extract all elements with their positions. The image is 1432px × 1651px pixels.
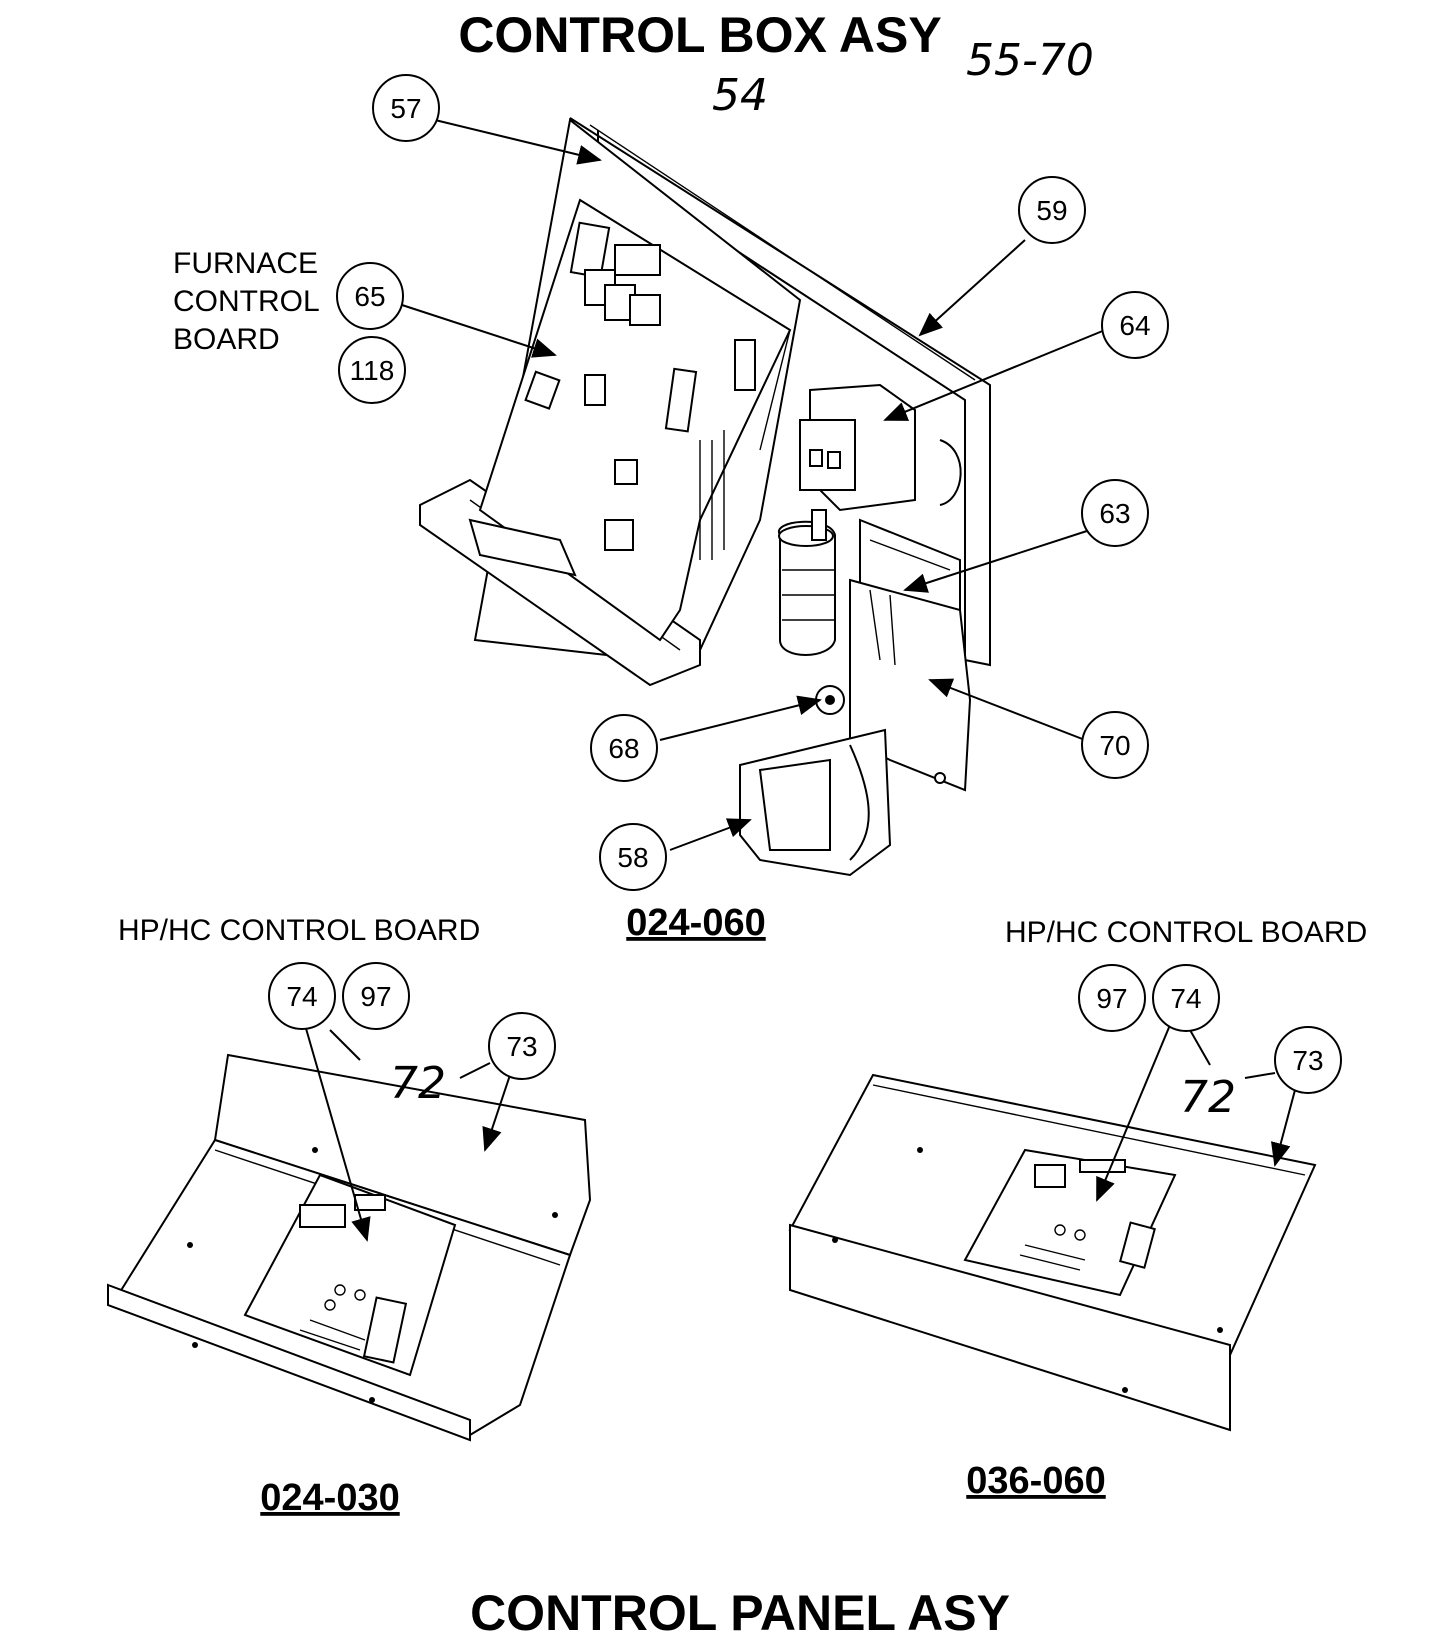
handwritten-part-ref: 54	[712, 70, 768, 121]
callout-63: 63	[1081, 479, 1149, 547]
right-panel-drawing	[788, 1073, 1317, 1432]
svg-text:118: 118	[350, 355, 395, 386]
svg-text:65: 65	[354, 281, 385, 312]
callout-57: 57	[372, 74, 440, 142]
svg-text:57: 57	[390, 93, 421, 124]
callout-right-74: 74	[1152, 964, 1220, 1032]
callout-58: 58	[599, 823, 667, 891]
svg-text:59: 59	[1036, 195, 1067, 226]
svg-text:63: 63	[1099, 498, 1130, 529]
left-panel-drawing	[107, 1053, 592, 1442]
furnace-label-line2: CONTROL	[173, 285, 320, 318]
callout-70: 70	[1081, 711, 1149, 779]
svg-text:64: 64	[1119, 310, 1150, 341]
control-box-drawing	[419, 117, 991, 877]
svg-text:73: 73	[1292, 1045, 1323, 1076]
callout-68: 68	[590, 714, 658, 782]
callout-65: 65	[336, 262, 404, 330]
furnace-label-line1: FURNACE	[173, 247, 318, 280]
handwritten-right-72: 72	[1180, 1072, 1236, 1123]
svg-text:70: 70	[1099, 730, 1130, 761]
svg-text:74: 74	[286, 981, 317, 1012]
furnace-label-line3: BOARD	[173, 323, 280, 356]
callout-64: 64	[1101, 291, 1169, 359]
control-panel-title: CONTROL PANEL ASY	[470, 1585, 1010, 1641]
svg-text:68: 68	[608, 733, 639, 764]
svg-text:74: 74	[1170, 983, 1201, 1014]
callout-right-97: 97	[1078, 964, 1146, 1032]
callout-left-73: 73	[488, 1012, 556, 1080]
control-box-title: CONTROL BOX ASY	[458, 7, 941, 63]
callout-59: 59	[1018, 176, 1086, 244]
hp-board-label-right: HP/HC CONTROL BOARD	[1005, 916, 1367, 949]
hp-board-label-left: HP/HC CONTROL BOARD	[118, 914, 480, 947]
callout-right-73: 73	[1274, 1026, 1342, 1094]
handwritten-range-ref: 55-70	[966, 35, 1094, 86]
svg-text:97: 97	[360, 981, 391, 1012]
callout-left-74: 74	[268, 962, 336, 1030]
svg-text:58: 58	[617, 842, 648, 873]
model-panel-left: 024-030	[260, 1477, 399, 1519]
callout-118: 118	[338, 336, 406, 404]
callout-left-97: 97	[342, 962, 410, 1030]
svg-text:73: 73	[506, 1031, 537, 1062]
model-panel-right: 036-060	[966, 1460, 1105, 1502]
model-control-box: 024-060	[626, 902, 765, 944]
svg-text:97: 97	[1096, 983, 1127, 1014]
handwritten-left-72: 72	[390, 1058, 446, 1109]
